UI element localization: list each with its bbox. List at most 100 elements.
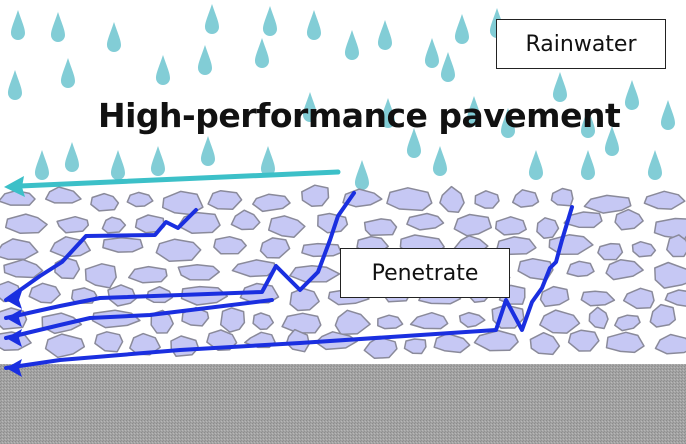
raindrop-icon [433,146,447,176]
raindrop-icon [261,146,275,176]
aggregate-stone [177,263,221,281]
raindrop-icon [455,14,469,44]
raindrop-icon [201,136,215,166]
aggregate-stone [643,190,686,210]
aggregate-stone [161,190,204,216]
ground-base [0,364,686,444]
aggregate-stone [267,215,306,238]
aggregate-stone [539,309,581,334]
raindrop-icon [151,146,165,176]
raindrop-icon [35,150,49,180]
aggregate-stone [90,192,120,212]
aggregate-stone [56,215,90,234]
raindrop-icon [605,126,619,156]
aggregate-stone [252,193,291,213]
arrow-left-icon [4,176,25,197]
aggregate-stone [170,335,200,357]
aggregate-stone [548,234,594,256]
aggregate-stone [622,287,655,310]
aggregate-stone [567,329,600,352]
raindrop-icon [661,100,675,130]
raindrop-icon [425,38,439,68]
aggregate-stone [155,238,202,263]
aggregate-stone [403,338,427,355]
aggregate-stone [473,329,519,352]
aggregate-stone [664,289,686,307]
aggregate-stone [529,331,561,356]
aggregate-stone [605,331,645,354]
penetrate-label: Penetrate [340,248,510,298]
raindrop-icon [303,92,317,122]
aggregate-stone [289,287,320,312]
surface-runoff-arrow [4,169,341,197]
aggregate-stone [433,332,471,354]
aggregate-stone [458,311,486,328]
aggregate-stone [28,282,61,304]
raindrop-icon [61,58,75,88]
aggregate-stone [539,285,570,308]
aggregate-stone [285,328,310,353]
aggregate-stone [3,258,44,279]
raindrop-icon [648,150,662,180]
aggregate-stone [84,263,117,289]
aggregate-stone [101,216,127,234]
raindrop-icon [553,72,567,102]
aggregate-stone [649,303,677,328]
raindrop-icon [65,142,79,172]
raindrop-icon [111,150,125,180]
raindrop-icon [529,150,543,180]
raindrop-icon [501,108,515,138]
aggregate-stone [230,209,261,231]
raindrop-icon [381,98,395,128]
aggregate-stone [583,194,632,214]
aggregate-stone [654,333,686,355]
aggregate-stone [406,212,445,231]
arrow-left-icon [6,359,22,377]
water-flow-layer [4,191,574,377]
raindrop-icon [355,160,369,190]
raindrop-icon [407,128,421,158]
aggregate-stone [614,208,644,231]
aggregate-stone [317,212,349,234]
aggregate-stone [231,259,276,278]
raindrop-icon [263,6,277,36]
aggregate-stone [377,314,404,330]
arrow-left-icon [6,309,22,327]
aggregate-stone [654,261,686,289]
aggregate-stone [252,312,275,331]
aggregate-stone [334,309,371,336]
aggregate-stone [301,184,330,207]
aggregate-stone [44,333,86,359]
surface-runoff-line [17,169,341,189]
raindrop-icon [156,55,170,85]
aggregate-stone [259,237,291,259]
raindrop-icon [467,96,481,126]
aggregate-stone [653,217,686,240]
aggregate-stone [588,306,609,330]
aggregate-stone [301,242,342,258]
aggregate-stone [213,235,247,255]
raindrop-icon [205,4,219,34]
aggregate-stone [102,236,144,253]
aggregate-stone [386,187,433,212]
aggregate-stone [550,187,574,207]
water-flow-path [4,298,274,340]
aggregate-stone [494,216,527,236]
aggregate-stone [4,213,48,235]
aggregate-stone [0,189,36,206]
aggregate-stone [580,290,616,307]
aggregate-stone [511,189,540,208]
aggregate-stone [597,242,624,261]
aggregate-stone [94,331,124,353]
raindrop-icon [107,22,121,52]
raindrop-icon [51,12,65,42]
aggregate-stone [0,238,39,261]
aggregate-stone [474,190,500,209]
aggregate-stone [363,218,398,237]
aggregate-stone [566,260,595,278]
arrow-left-icon [6,291,22,309]
aggregate-stone [54,256,81,280]
aggregate-stone [44,186,82,204]
raindrop-icon [255,38,269,68]
